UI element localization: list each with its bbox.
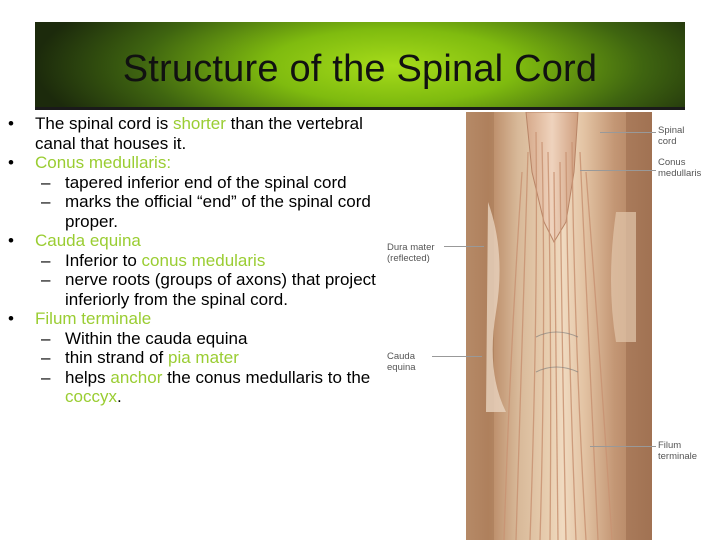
sub-bullet-dash: – — [41, 367, 51, 387]
sub-bullet-text: helps — [65, 367, 111, 387]
label-spinal-cord: Spinal cord — [658, 125, 685, 147]
highlight-text: conus medularis — [141, 250, 266, 270]
sub-bullet-item: – thin strand of pia mater — [8, 348, 393, 368]
spinal-cord-illustration — [466, 112, 652, 540]
sub-bullet-item: – helps anchor the conus medullaris to t… — [8, 368, 393, 407]
sub-bullet-text: thin strand of — [65, 348, 169, 367]
label-filum-terminale: Filum terminale — [658, 440, 698, 462]
label-conus-medullaris: Conus medullaris — [658, 157, 702, 179]
leader-line — [432, 356, 482, 357]
highlight-text: coccyx — [65, 387, 117, 406]
title-bar: Structure of the Spinal Cord — [35, 22, 685, 110]
highlight-text: Filum terminale — [35, 309, 152, 328]
sub-bullet-text: marks the official “end” of the spinal c… — [65, 192, 371, 231]
bullet-item: • Filum terminale — [8, 309, 393, 329]
highlight-text: Conus medullaris — [35, 153, 167, 172]
sub-bullet-dash: – — [41, 192, 51, 211]
leader-line — [444, 246, 484, 247]
sub-bullet-dash: – — [41, 270, 51, 289]
sub-bullet-item: – nerve roots (groups of axons) that pro… — [8, 270, 393, 309]
label-dura-mater: Dura mater (reflected) — [387, 242, 435, 264]
leader-line — [590, 446, 656, 447]
sub-bullet-dash: – — [41, 250, 51, 270]
sub-bullet-dash: – — [41, 348, 51, 367]
bullet-dot: • — [8, 153, 14, 172]
highlight-text: pia mater — [168, 348, 239, 367]
spinal-cord-photo — [466, 112, 652, 540]
bullet-dot: • — [8, 309, 14, 328]
bullet-item: • The spinal cord is shorter than the ve… — [8, 114, 393, 153]
sub-bullet-item: – Within the cauda equina — [8, 329, 393, 349]
highlight-text: shorter — [172, 114, 226, 133]
slide-title: Structure of the Spinal Cord — [122, 48, 598, 90]
bullet-item: • Cauda equina — [8, 231, 393, 251]
sub-bullet-text: . — [116, 387, 122, 406]
bullet-dot: • — [8, 114, 14, 133]
bullet-text: : — [166, 153, 172, 172]
sub-bullet-item: – marks the official “end” of the spinal… — [8, 192, 393, 231]
bullet-text: The spinal cord is — [35, 114, 173, 133]
highlight-text: Cauda equina — [35, 231, 141, 250]
sub-bullet-item: – Inferior to conus medularis — [8, 251, 393, 271]
bullet-text: than the vertebral canal that houses it. — [35, 114, 363, 153]
bullet-list: • The spinal cord is shorter than the ve… — [8, 114, 393, 407]
label-cauda-equina: Cauda equina — [387, 351, 416, 373]
leader-line — [580, 170, 656, 171]
sub-bullet-item: – tapered inferior end of the spinal cor… — [8, 173, 393, 193]
sub-bullet-text: the conus medullaris to the — [162, 367, 371, 387]
leader-line — [600, 132, 656, 133]
bullet-item: • Conus medullaris: — [8, 153, 393, 173]
sub-bullet-text: Within the cauda equina — [65, 328, 248, 348]
sub-bullet-text: tapered inferior end of the spinal cord — [65, 172, 347, 192]
sub-bullet-text: Inferior to — [65, 250, 142, 270]
sub-bullet-dash: – — [41, 328, 51, 348]
bullet-dot: • — [8, 231, 14, 250]
highlight-text: anchor — [110, 367, 163, 387]
sub-bullet-dash: – — [41, 172, 51, 192]
sub-bullet-text: nerve roots (groups of axons) that proje… — [65, 270, 376, 309]
